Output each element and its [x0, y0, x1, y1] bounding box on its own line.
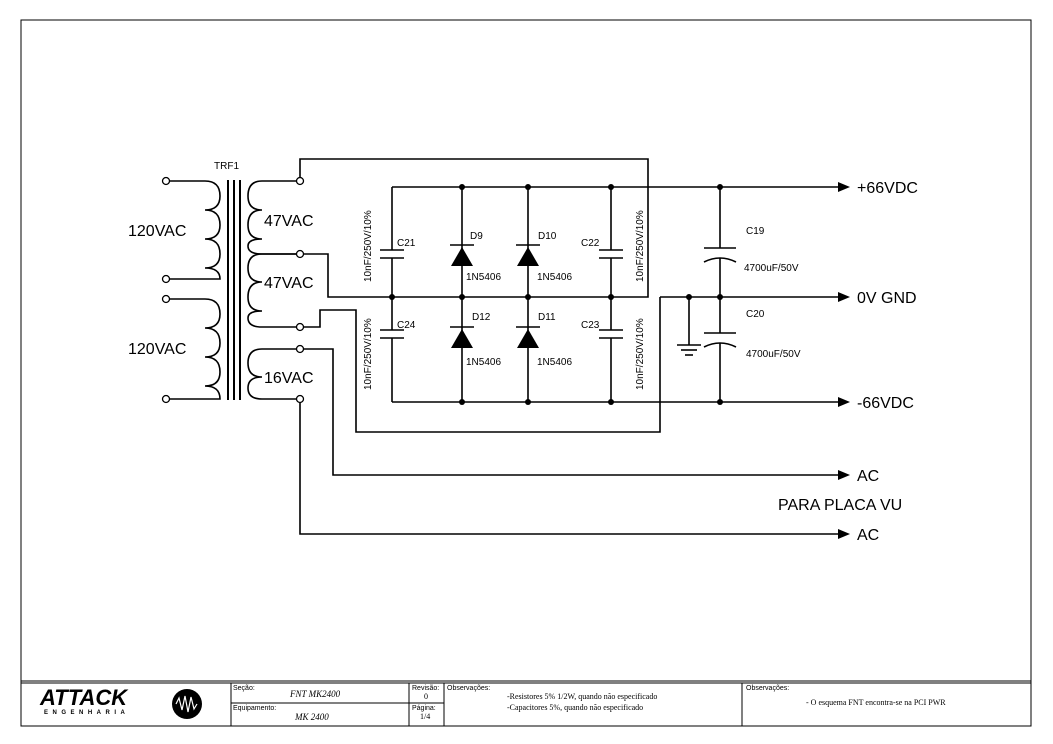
secondary-3-label: 16VAC [264, 370, 314, 387]
obs2-label: Observações: [746, 685, 789, 692]
svg-text:D11: D11 [538, 312, 556, 323]
svg-text:C22: C22 [581, 238, 600, 249]
output-ac2-label: AC [857, 527, 879, 544]
secao-value: FNT MK2400 [289, 689, 341, 699]
diode-d12: D12 1N5406 [450, 312, 501, 368]
capacitor-c22: C22 10nF/250V/10% [581, 210, 646, 282]
primary-2-label: 120VAC [128, 341, 186, 358]
output-gnd-label: 0V GND [857, 290, 917, 307]
obs1-label: Observações: [447, 685, 490, 692]
svg-text:C24: C24 [397, 320, 416, 331]
diode-d11: D11 1N5406 [516, 312, 572, 368]
secondary-1-label: 47VAC [264, 213, 314, 230]
equipamento-value: MK 2400 [294, 712, 329, 722]
output-note-label: PARA PLACA VU [778, 497, 902, 514]
secao-label: Seção: [233, 685, 255, 692]
title-block: ATTACK ENGENHARIA Seção: FNT MK2400 Equi… [21, 680, 1031, 726]
trf1-ref: TRF1 [214, 161, 239, 172]
svg-text:D9: D9 [470, 231, 483, 242]
logo-name: ATTACK [39, 685, 129, 710]
output-pos-label: +66VDC [857, 180, 918, 197]
svg-text:1N5406: 1N5406 [466, 357, 501, 368]
svg-text:10nF/250V/10%: 10nF/250V/10% [363, 210, 374, 282]
logo-sub: ENGENHARIA [44, 710, 129, 716]
transformer-trf1: TRF1 120VAC 120VAC 47VAC 47VAC 16VAC [128, 161, 314, 404]
svg-text:D12: D12 [472, 312, 491, 323]
output-ac1-label: AC [857, 468, 879, 485]
output-neg-label: -66VDC [857, 395, 914, 412]
svg-text:1N5406: 1N5406 [537, 272, 572, 283]
capacitor-c20: C20 4700uF/50V [703, 309, 801, 360]
pagina-value: 1/4 [420, 712, 430, 721]
pagina-label: Página: [412, 705, 436, 712]
primary-1-label: 120VAC [128, 223, 186, 240]
sheet-border [20, 19, 1032, 727]
secondary-2-label: 47VAC [264, 275, 314, 292]
diode-d9: D9 1N5406 [450, 231, 501, 283]
revisao-value: 0 [424, 692, 428, 701]
capacitor-c23: C23 10nF/250V/10% [581, 318, 646, 390]
svg-text:10nF/250V/10%: 10nF/250V/10% [363, 318, 374, 390]
svg-text:4700uF/50V: 4700uF/50V [744, 263, 799, 274]
obs1-line-1: -Resistores 5% 1/2W, quando não especifi… [507, 692, 657, 701]
svg-text:10nF/250V/10%: 10nF/250V/10% [635, 318, 646, 390]
svg-text:10nF/250V/10%: 10nF/250V/10% [635, 210, 646, 282]
equipamento-label: Equipamento: [233, 705, 276, 712]
svg-text:C21: C21 [397, 238, 416, 249]
revisao-label: Revisão: [412, 685, 439, 692]
svg-text:1N5406: 1N5406 [466, 272, 501, 283]
svg-text:D10: D10 [538, 231, 557, 242]
attack-logo: ATTACK ENGENHARIA [39, 685, 202, 719]
capacitor-c19: C19 4700uF/50V [703, 226, 799, 274]
obs1-line-2: -Capacitores 5%, quando não especificado [507, 703, 643, 712]
diode-d10: D10 1N5406 [516, 231, 572, 283]
svg-text:4700uF/50V: 4700uF/50V [746, 349, 801, 360]
svg-text:C20: C20 [746, 309, 765, 320]
svg-text:C23: C23 [581, 320, 600, 331]
capacitor-c24: C24 10nF/250V/10% [363, 318, 416, 390]
capacitor-c21: C21 10nF/250V/10% [363, 210, 416, 282]
svg-text:C19: C19 [746, 226, 765, 237]
wiring [299, 158, 850, 539]
svg-text:1N5406: 1N5406 [537, 357, 572, 368]
obs2-line: - O esquema FNT encontra-se na PCI PWR [806, 698, 946, 707]
